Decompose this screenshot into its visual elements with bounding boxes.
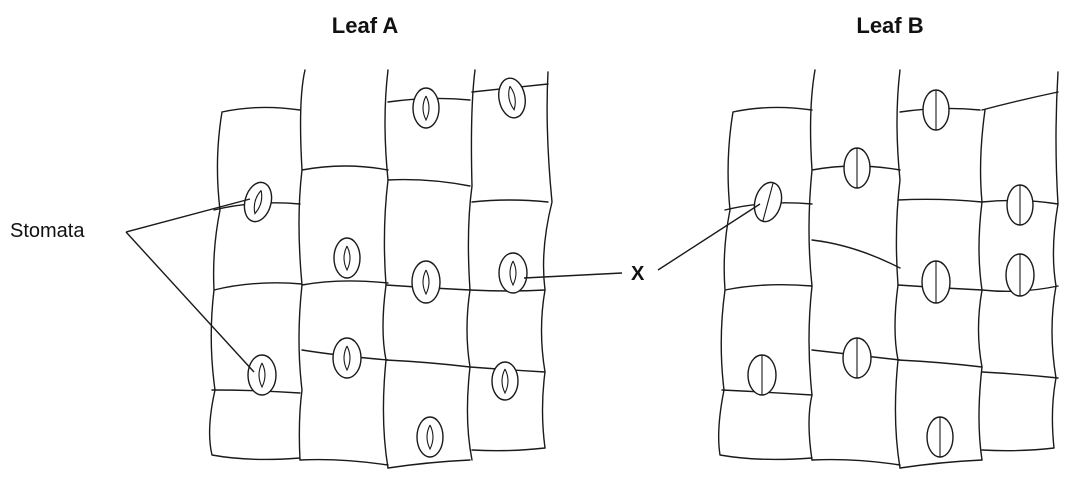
stoma-open	[416, 416, 444, 458]
stoma-open	[491, 361, 519, 401]
stoma-open	[247, 354, 277, 396]
leaf-b-title: Leaf B	[856, 13, 923, 38]
stoma-closed	[842, 337, 872, 379]
stoma-open	[498, 252, 528, 294]
stoma-open	[332, 337, 362, 379]
stomata-pointer-lines	[125, 198, 255, 373]
stoma-open	[333, 237, 361, 279]
stoma-closed	[1005, 253, 1035, 297]
stoma-open	[411, 260, 441, 304]
stomata-label: Stomata	[10, 220, 85, 242]
leaf-a-title: Leaf A	[332, 13, 399, 38]
stoma-open	[498, 77, 526, 119]
stoma-closed	[921, 260, 951, 304]
stoma-closed	[1006, 184, 1034, 226]
stoma-closed	[747, 354, 777, 396]
stoma-open	[412, 87, 440, 129]
stoma-closed	[926, 416, 954, 458]
leaf-b-stomata	[747, 89, 1035, 458]
leaf-a-stomata	[243, 77, 528, 458]
stoma-open	[243, 181, 273, 223]
stoma-closed	[922, 89, 950, 131]
x-pointer-lines	[523, 203, 761, 279]
x-label: X	[631, 263, 645, 285]
stoma-closed	[843, 147, 871, 189]
stoma-closed	[753, 181, 783, 223]
